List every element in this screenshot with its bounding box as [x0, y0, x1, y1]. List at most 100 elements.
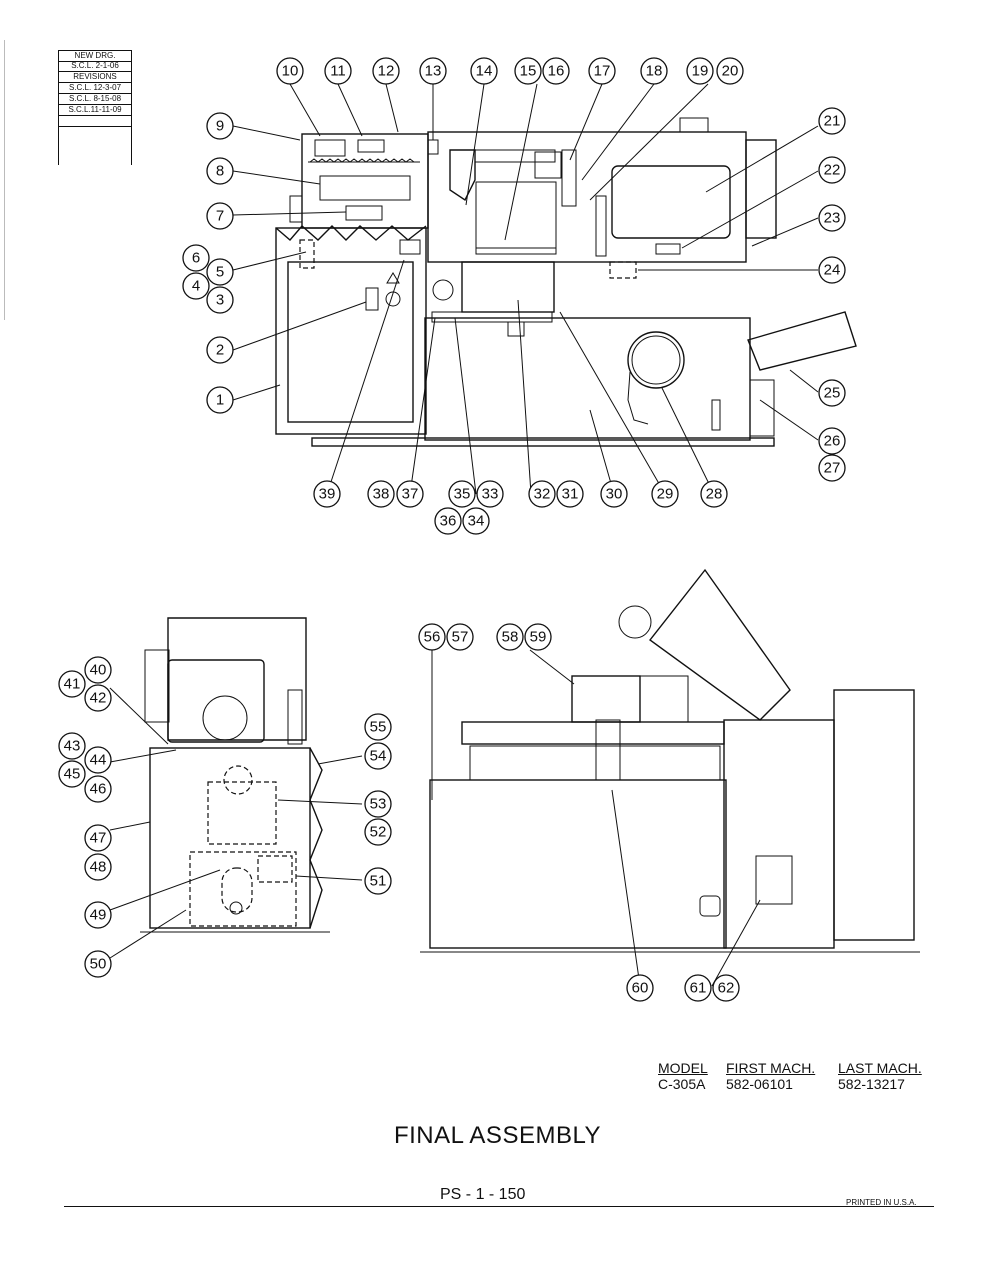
callout-label: 5: [216, 264, 224, 281]
back-control-box: [755, 855, 793, 905]
callout-label: 43: [64, 738, 81, 755]
callout-label: 22: [824, 162, 841, 179]
callout-23: 23: [818, 204, 846, 232]
break-line: [275, 225, 427, 241]
callout-label: 60: [632, 980, 649, 997]
callout-label: 38: [373, 486, 390, 503]
hidden-filter: [221, 867, 253, 913]
callout-label: 46: [90, 781, 107, 798]
callout-59: 59: [524, 623, 552, 651]
callout-label: 48: [90, 859, 107, 876]
printed-note: PRINTED IN U.S.A.: [846, 1198, 917, 1207]
back-vise-post: [595, 719, 621, 781]
callout-13: 13: [419, 57, 447, 85]
callout-50: 50: [84, 950, 112, 978]
callout-57: 57: [446, 623, 474, 651]
callout-48: 48: [84, 853, 112, 881]
callout-51: 51: [364, 867, 392, 895]
callout-label: 4: [192, 278, 200, 295]
callout-label: 33: [482, 486, 499, 503]
callout-39: 39: [313, 480, 341, 508]
revision-blank-row: [59, 116, 131, 127]
callout-42: 42: [84, 684, 112, 712]
callout-40: 40: [84, 656, 112, 684]
callout-14: 14: [470, 57, 498, 85]
warning-triangle: [386, 272, 400, 284]
callout-62: 62: [712, 974, 740, 1002]
callout-2: 2: [206, 336, 234, 364]
callout-label: 51: [370, 873, 387, 890]
callout-1: 1: [206, 386, 234, 414]
revisions-label: REVISIONS: [59, 72, 131, 83]
callout-label: 53: [370, 796, 387, 813]
callout-label: 41: [64, 676, 81, 693]
header-last-mach: LAST MACH.: [838, 1060, 922, 1076]
callout-label: 14: [476, 63, 493, 80]
cell-model: C-305A: [658, 1076, 706, 1092]
callout-label: 19: [692, 63, 709, 80]
callout-label: 59: [530, 629, 547, 646]
callout-label: 6: [192, 250, 200, 267]
callout-label: 8: [216, 163, 224, 180]
callout-label: 16: [548, 63, 565, 80]
chip-chute: [747, 311, 857, 371]
callout-24: 24: [818, 256, 846, 284]
side-handle: [289, 195, 303, 223]
base-floor-rail: [311, 437, 775, 447]
head-serration: [309, 158, 415, 163]
side-view: [140, 617, 330, 933]
callout-55: 55: [364, 713, 392, 741]
callout-label: 54: [370, 748, 387, 765]
door-switch: [365, 287, 379, 311]
callout-label: 45: [64, 766, 81, 783]
callout-label: 56: [424, 629, 441, 646]
callout-label: 25: [824, 385, 841, 402]
callout-61: 61: [684, 974, 712, 1002]
control-head: [301, 133, 429, 229]
cabinet-door: [287, 261, 414, 423]
back-base: [429, 779, 727, 949]
new-drg-value: S.C.L. 2-1-06: [59, 61, 131, 72]
callout-label: 3: [216, 292, 224, 309]
control-display: [345, 205, 383, 221]
coolant-hose-inner: [631, 335, 681, 385]
callout-54: 54: [364, 742, 392, 770]
leader-lines: [109, 83, 819, 987]
callout-label: 39: [319, 486, 336, 503]
callout-label: 35: [454, 486, 471, 503]
callout-label: 27: [824, 460, 841, 477]
revision-block: NEW DRG. S.C.L. 2-1-06 REVISIONS S.C.L. …: [58, 50, 132, 165]
callout-26: 26: [818, 427, 846, 455]
callout-21: 21: [818, 107, 846, 135]
callout-label: 57: [452, 629, 469, 646]
callout-label: 18: [646, 63, 663, 80]
cell-last-mach: 582-13217: [838, 1076, 905, 1092]
callout-label: 52: [370, 824, 387, 841]
callout-label: 32: [534, 486, 551, 503]
motor-end: [745, 139, 777, 239]
callout-label: 50: [90, 956, 107, 973]
callout-5: 5: [206, 258, 234, 286]
callout-label: 47: [90, 830, 107, 847]
callout-label: 23: [824, 210, 841, 227]
side-upper-frame: [167, 617, 307, 741]
back-view: [420, 568, 920, 953]
callout-43: 43: [58, 732, 86, 760]
callout-label: 55: [370, 719, 387, 736]
side-base: [149, 747, 311, 929]
coolant-hose-coil: [627, 331, 685, 389]
right-guide-post: [595, 195, 607, 257]
callout-label: 2: [216, 342, 224, 359]
callout-label: 37: [402, 486, 419, 503]
back-right-cabinet: [723, 719, 835, 949]
callout-47: 47: [84, 824, 112, 852]
head-box-left: [314, 139, 346, 157]
header-first-mach: FIRST MACH.: [726, 1060, 816, 1076]
callout-56: 56: [418, 623, 446, 651]
callout-label: 30: [606, 486, 623, 503]
footer-rule: [64, 1206, 934, 1207]
callout-label: 17: [594, 63, 611, 80]
left-blade-guide: [449, 149, 476, 202]
callout-label: 34: [468, 513, 485, 530]
